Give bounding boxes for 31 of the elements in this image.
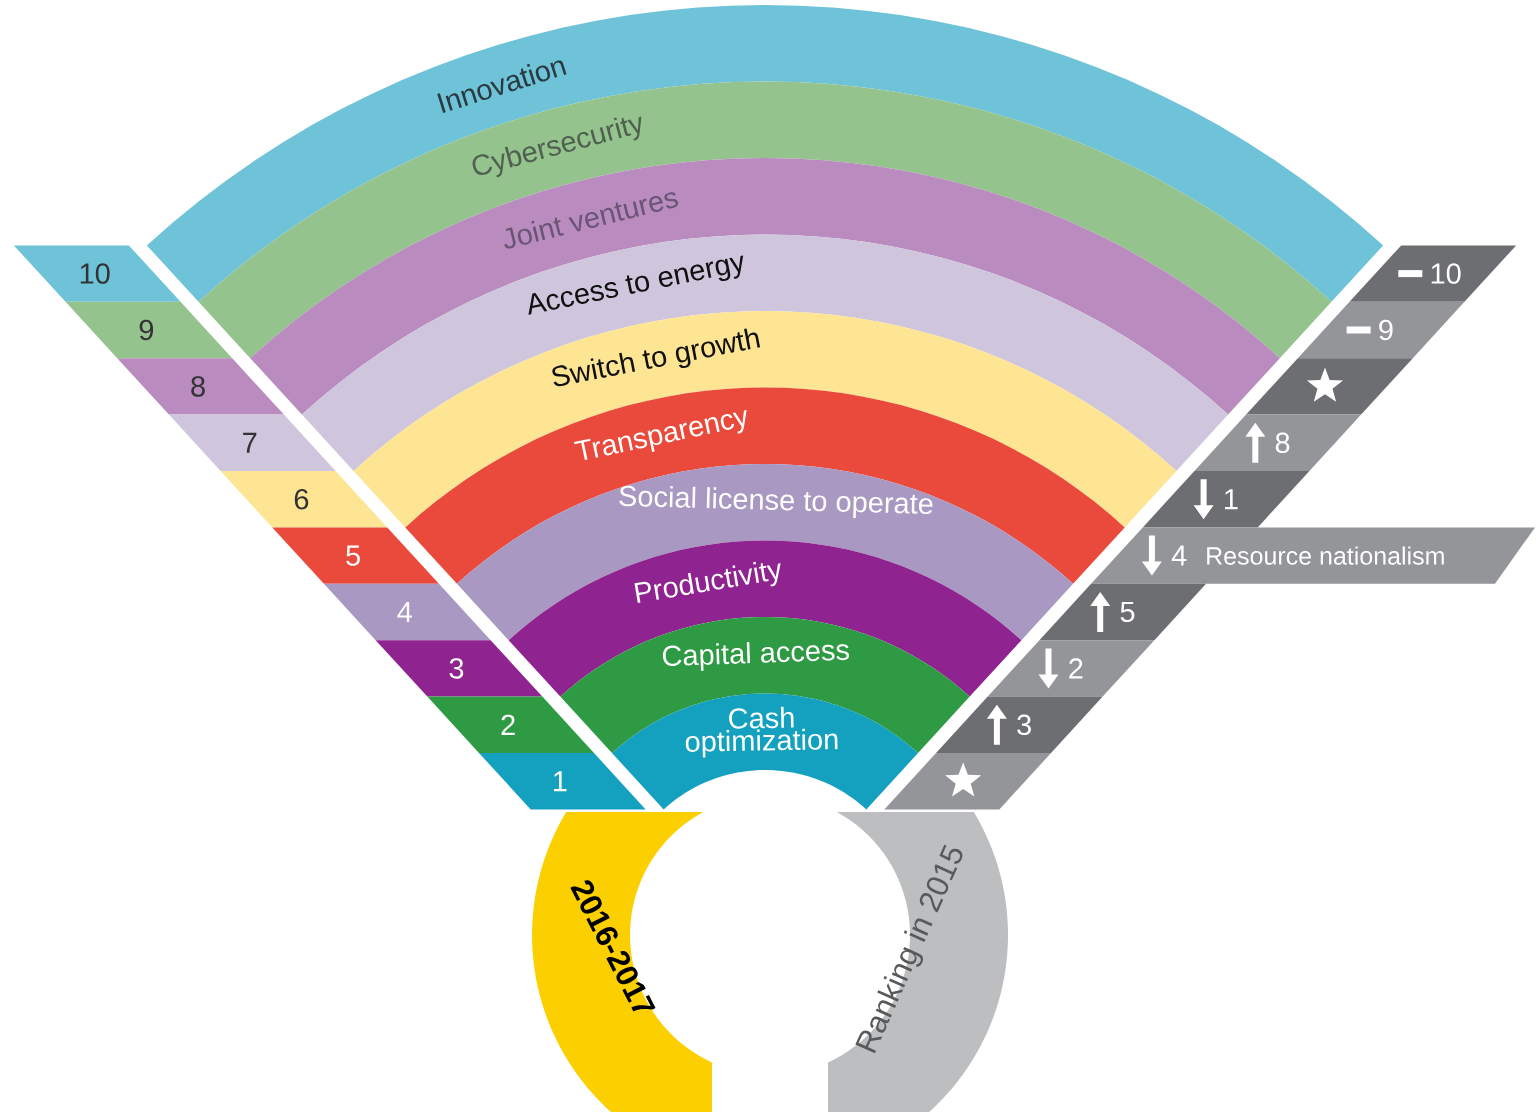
node-label: 3 (449, 658, 464, 679)
rank-band: 4 Resource nationalism (1091, 527, 1535, 584)
node-label: 7 (243, 432, 257, 453)
rank-band: 2 (427, 696, 594, 753)
arc-band: Cash optimization (612, 693, 919, 810)
node-label: 9 (139, 319, 154, 341)
rank-band: 8 (1194, 414, 1362, 471)
rank-band: 1 (1142, 471, 1310, 528)
node-label: 10 (80, 263, 110, 284)
rank-band: 2 (987, 640, 1155, 697)
node-label: 8 (191, 376, 205, 397)
rank-band: 5 (1039, 583, 1207, 641)
rank-band (884, 753, 1052, 810)
rank-band: 10 (1349, 245, 1517, 302)
rank-band: 3 (375, 640, 543, 697)
node-label: 5 (346, 545, 360, 566)
rank-band: 8 (117, 358, 284, 415)
rank-band: 3 (936, 696, 1103, 753)
node-label: 6 (294, 488, 309, 510)
node-label: 1 (553, 771, 567, 792)
rank-band: 4 (323, 583, 491, 641)
node-label: 4 (397, 602, 412, 622)
rank-band: 6 (220, 471, 388, 528)
rank-band (1246, 358, 1413, 415)
rank-band: 1 (479, 753, 646, 810)
rank-band: 10 (13, 245, 181, 302)
rank-band: 7 (168, 414, 336, 471)
rank-band: 9 (1297, 301, 1465, 359)
rank-band: 9 (65, 301, 233, 359)
rank-band: 5 (272, 527, 439, 584)
node-label: 2 (501, 714, 515, 735)
